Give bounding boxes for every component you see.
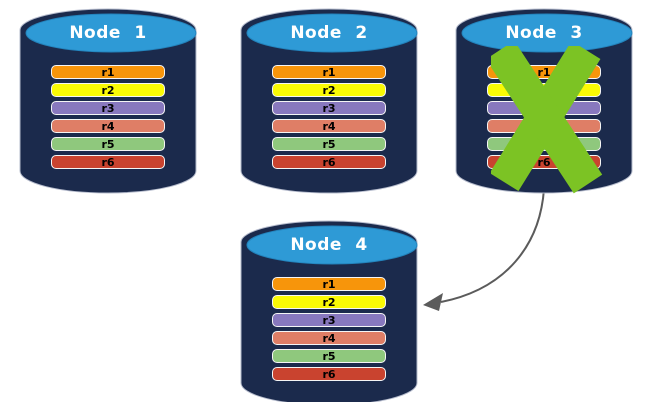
node-title: Node 4 [290,235,368,255]
replica-row: r3 [272,313,386,327]
failover-arrow-line [440,188,545,303]
replica-row: r1 [272,277,386,291]
replica-row: r5 [272,137,386,151]
failover-arrow [423,188,545,311]
node-2: Node 2 r1 r2 r3 r4 r5 r6 [240,8,418,196]
row-stack: r1 r2 r3 r4 r5 r6 [272,277,386,385]
failure-x-icon [491,46,603,194]
arrowhead-icon [423,293,443,311]
replica-row: r4 [272,119,386,133]
replica-row: r1 [272,65,386,79]
replica-row: r6 [272,367,386,381]
replica-row: r6 [272,155,386,169]
replica-row: r2 [272,83,386,97]
node-3: Node 3 r1 r2 r3 r4 r5 r6 [455,8,633,196]
node-title: Node 3 [505,23,583,43]
replica-row: r5 [272,349,386,363]
row-stack: r1 r2 r3 r4 r5 r6 [272,65,386,173]
node-title: Node 1 [69,23,147,43]
replica-row: r4 [272,331,386,345]
replica-row: r1 [51,65,165,79]
replica-row: r4 [51,119,165,133]
node-title: Node 2 [290,23,368,43]
replica-row: r2 [51,83,165,97]
replica-row: r3 [272,101,386,115]
replica-row: r2 [272,295,386,309]
replica-row: r5 [51,137,165,151]
node-1: Node 1 r1 r2 r3 r4 r5 r6 [19,8,197,196]
row-stack: r1 r2 r3 r4 r5 r6 [51,65,165,173]
replica-row: r3 [51,101,165,115]
node-4: Node 4 r1 r2 r3 r4 r5 r6 [240,220,418,402]
replica-row: r6 [51,155,165,169]
